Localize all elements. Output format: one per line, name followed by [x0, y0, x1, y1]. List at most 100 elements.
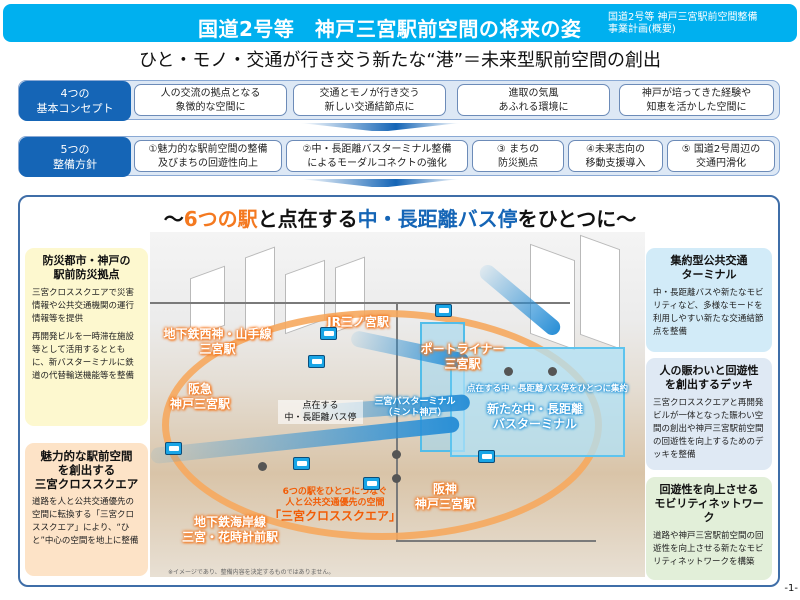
- divider-line: [396, 540, 596, 542]
- down-arrow-band: [300, 179, 460, 187]
- title-line: 回遊性を向上させる: [659, 483, 759, 496]
- tagline: ひと・モノ・交通が行き交う新たな“港”＝未来型駅前空間の創出: [138, 50, 662, 71]
- policy-line-2: 移動支援導入: [585, 158, 646, 169]
- info-box-text: 道路を人と公共交通優先の空間に転換する「三宮クロススクエア」により、“ひと”中心…: [32, 497, 139, 546]
- building-shape: [580, 234, 620, 350]
- concept-line-1: 進取の気風: [508, 88, 559, 99]
- info-box-title: 人の賑わいと回遊性 を創出するデッキ: [653, 364, 765, 392]
- title-line: 人の賑わいと回遊性: [659, 364, 759, 377]
- label-line: 阪急: [187, 382, 212, 396]
- info-box-disaster-base: 防災都市・神戸の 駅前防災拠点 三宮クロススクエアで災害情報や公共交通機関の運行…: [25, 248, 148, 426]
- label-line: バスターミナル: [492, 417, 577, 431]
- panel-title: ～6つの駅と点在する中・長距離バス停をひとつに～: [0, 203, 800, 232]
- label-mint-kobe-terminal: 三宮バスターミナル （ミント神戸）: [365, 397, 465, 419]
- title-line: を創出する: [57, 463, 116, 477]
- subtitle-line-1: 国道2号等 神戸三宮駅前空間整備: [608, 12, 758, 23]
- info-box-deck: 人の賑わいと回遊性 を創出するデッキ 三宮クロススクエアと再開発ビルが一体となっ…: [646, 358, 772, 470]
- title-post: をひとつに～: [517, 207, 637, 231]
- label-hanshin-sannomiya: 阪神 神戸三宮駅: [405, 482, 485, 512]
- policy-item: ④未来志向の 移動支援導入: [568, 140, 663, 172]
- bus-stop-icon: [320, 327, 337, 340]
- concept-item: 進取の気風 あふれる環境に: [457, 84, 610, 116]
- concepts-label-line-1: 4つの: [60, 87, 90, 100]
- concept-line-1: 交通とモノが行き交う: [319, 88, 420, 99]
- label-subway-kaigan-sannomiya: 地下鉄海岸線 三宮・花時計前駅: [175, 515, 285, 545]
- label-new-bus-terminal: 新たな中・長距離 バスターミナル: [470, 402, 600, 432]
- label-line: 「三宮クロススクエア」: [268, 509, 401, 523]
- title-line: 集約型公共交通: [670, 254, 748, 267]
- label-line: 地下鉄海岸線: [193, 515, 266, 529]
- concept-line-1: 人の交流の拠点となる: [160, 88, 261, 99]
- concept-line-2: あふれる環境に: [498, 102, 569, 113]
- label-line: 地下鉄西神・山手線: [163, 327, 272, 341]
- info-box-title: 魅力的な駅前空間 を創出する 三宮クロススクエア: [32, 449, 141, 491]
- title-bus-stops: 中・長距離バス停: [357, 207, 518, 231]
- label-portliner-sannomiya: ポートライナー 三宮駅: [420, 342, 505, 372]
- bus-stop-icon: [308, 355, 325, 368]
- policy-line-1: ③ まちの: [496, 144, 540, 155]
- label-line: 阪神: [432, 482, 457, 496]
- concepts-row: 4つの 基本コンセプト 人の交流の拠点となる 象徴的な空間に 交通とモノが行き交…: [18, 80, 780, 121]
- info-box-mobility-network: 回遊性を向上させる モビリティネットワーク 道路や神戸三宮駅前空間の回遊性を向上…: [646, 477, 772, 580]
- policy-line-1: ②中・長距離バスターミナル整備: [302, 144, 452, 155]
- label-line: ポートライナー: [420, 342, 505, 356]
- title-line: 三宮クロススクエア: [34, 477, 139, 491]
- label-sannomiya-cross-square: 6つの駅をひとつにつなぐ 人と公共交通優先の空間 「三宮クロススクエア」: [265, 487, 405, 524]
- info-box-title: 集約型公共交通 ターミナル: [653, 254, 765, 282]
- title-line: 魅力的な駅前空間: [40, 449, 133, 463]
- page-subtitle: 国道2号等 神戸三宮駅前空間整備 事業計画(概要): [608, 12, 758, 36]
- info-box-cross-square: 魅力的な駅前空間 を創出する 三宮クロススクエア 道路を人と公共交通優先の空間に…: [25, 443, 148, 576]
- disclaimer-note: ※イメージであり、整備内容を決定するものではありません。: [168, 569, 335, 576]
- label-line: （ミント神戸）: [383, 408, 447, 418]
- info-box-transit-terminal: 集約型公共交通 ターミナル 中・長距離バスや新たなモビリティなど、多様なモードを…: [646, 248, 772, 352]
- building-shape: [245, 246, 275, 338]
- concept-item: 交通とモノが行き交う 新しい交通結節点に: [293, 84, 446, 116]
- down-arrow-band: [300, 123, 460, 131]
- title-mid: と点在する: [257, 207, 358, 231]
- concept-line-2: 知恵を活かした空間に: [646, 102, 747, 113]
- header-bar: 国道2号等 神戸三宮駅前空間の将来の姿 国道2号等 神戸三宮駅前空間整備 事業計…: [3, 4, 797, 42]
- label-line: 中・長距離バス停: [284, 413, 357, 423]
- concept-item: 神戸が培ってきた経験や 知恵を活かした空間に: [619, 84, 774, 116]
- label-line: 三宮・花時計前駅: [181, 530, 278, 544]
- label-jr-sannomiya: JR三ノ宮駅: [327, 315, 389, 329]
- title-line: ターミナル: [681, 268, 737, 281]
- info-box-text: 中・長距離バスや新たなモビリティなど、多様なモードを利用しやすい新たな交通結節点…: [653, 288, 764, 337]
- subtitle-line-2: 事業計画(概要): [608, 24, 676, 35]
- station-area-illustration: 地下鉄西神・山手線 三宮駅 阪急 神戸三宮駅 JR三ノ宮駅 ポートライナー 三宮…: [150, 232, 645, 577]
- info-box-text: 再開発ビルを一時滞在施設等として活用するとともに、新バスターミナルに鉄道の代替輸…: [32, 332, 135, 381]
- new-bus-terminal: [450, 347, 625, 457]
- callout-dot: [548, 367, 557, 376]
- policy-item: ⑤ 国道2号周辺の 交通円滑化: [667, 140, 775, 172]
- label-line: 三宮バスターミナル: [374, 397, 456, 407]
- bus-stop-icon: [293, 457, 310, 470]
- concept-line-2: 象徴的な空間に: [175, 102, 246, 113]
- label-line: 6つの駅をひとつにつなぐ: [282, 487, 388, 497]
- callout-dot: [392, 450, 401, 459]
- bus-stop-icon: [165, 442, 182, 455]
- divider-line: [150, 302, 570, 304]
- label-line: 新たな中・長距離: [486, 402, 583, 416]
- concept-line-1: 神戸が培ってきた経験や: [641, 88, 752, 99]
- title-tilde: ～: [163, 207, 184, 231]
- policy-item: ①魅力的な駅前空間の整備 及びまちの回遊性向上: [134, 140, 282, 172]
- label-line: 神戸三宮駅: [414, 497, 475, 511]
- title-line: 防災都市・神戸の: [42, 254, 131, 267]
- policy-line-2: 防災拠点: [498, 158, 538, 169]
- concept-line-2: 新しい交通結節点に: [324, 102, 415, 113]
- concepts-label: 4つの 基本コンセプト: [19, 81, 131, 121]
- policy-line-2: によるモーダルコネクトの強化: [307, 158, 447, 169]
- policy-line-2: 交通円滑化: [696, 158, 746, 169]
- policies-label-line-1: 5つの: [60, 143, 90, 156]
- label-line: 神戸三宮駅: [169, 397, 230, 411]
- bus-stop-icon: [363, 477, 380, 490]
- label-line: 人と公共交通優先の空間: [285, 498, 385, 508]
- bus-stop-icon: [478, 450, 495, 463]
- info-box-title: 防災都市・神戸の 駅前防災拠点: [32, 254, 141, 282]
- info-box-text: 三宮クロススクエアと再開発ビルが一体となった賑わい空間の創出や神戸三宮駅前空間の…: [653, 398, 764, 460]
- concept-item: 人の交流の拠点となる 象徴的な空間に: [134, 84, 287, 116]
- callout-dot: [392, 474, 401, 483]
- callout-dot: [504, 367, 513, 376]
- bus-stop-icon: [435, 304, 452, 317]
- callout-dot: [258, 462, 267, 471]
